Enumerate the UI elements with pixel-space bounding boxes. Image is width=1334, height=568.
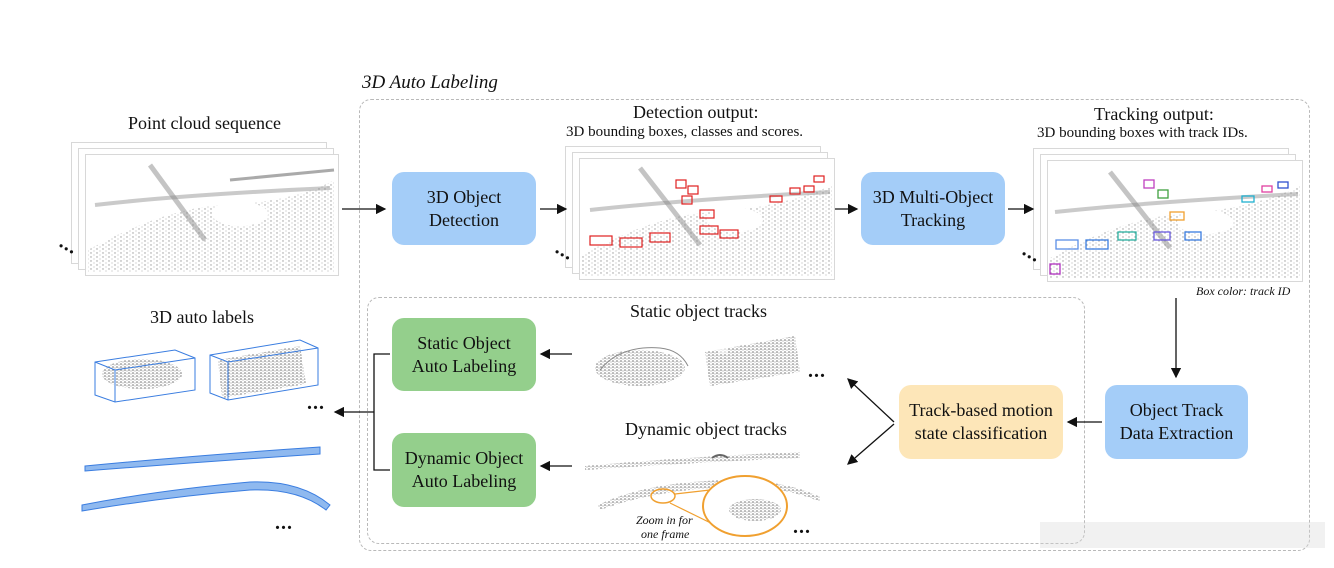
detection-boxes <box>589 175 825 248</box>
track-labeling-subcontainer <box>367 297 1085 544</box>
point-cloud-scene <box>88 163 335 272</box>
object-detection-line1: 3D Object <box>426 186 502 207</box>
static-line2: Auto Labeling <box>411 355 517 376</box>
tracking-line1: 3D Multi-Object <box>872 186 994 207</box>
static-track-bus <box>705 336 800 386</box>
extraction-line1: Object Track <box>1129 400 1224 420</box>
object-detection-line2: Detection <box>429 209 499 230</box>
auto-label-track-lower <box>81 481 331 512</box>
static-track-car <box>595 347 689 386</box>
extraction-line2: Data Extraction <box>1119 423 1234 443</box>
static-line1: Static Object <box>417 332 511 353</box>
classification-line2: state classification <box>914 423 1048 443</box>
dynamic-track-upper <box>585 452 800 470</box>
detection-output-title: Detection output: <box>633 102 759 122</box>
auto-label-track-upper <box>84 446 321 472</box>
detection-scene <box>582 166 832 276</box>
point-cloud-title: Point cloud sequence <box>128 113 281 133</box>
tracking-output-sub: 3D bounding boxes with track IDs. <box>1037 125 1248 141</box>
auto-labels-title: 3D auto labels <box>150 307 254 327</box>
ellipsis-auto-labels-bottom: ... <box>275 512 293 534</box>
ellipsis-static-tracks: ... <box>808 360 826 382</box>
tracking-output-title: Tracking output: <box>1094 104 1214 124</box>
detection-output-sub: 3D bounding boxes, classes and scores. <box>566 124 804 140</box>
zoom-note-line1: Zoom in for <box>636 513 693 527</box>
dynamic-line2: Auto Labeling <box>411 471 517 491</box>
auto-labeling-title: 3D Auto Labeling <box>362 72 498 93</box>
auto-label-car <box>94 349 196 403</box>
zoom-note-line2: one frame <box>641 527 690 541</box>
tracking-boxes <box>1049 179 1289 275</box>
ellipsis-auto-labels-top: ... <box>307 392 325 414</box>
auto-labeling-container <box>359 99 1310 551</box>
tracking-scene <box>1049 170 1300 278</box>
box-color-note: Box color: track ID <box>1196 284 1291 298</box>
dynamic-tracks-title: Dynamic object tracks <box>625 419 787 439</box>
tracking-line2: Tracking <box>900 209 966 230</box>
flow-arrows <box>333 203 1182 472</box>
ellipsis-dynamic-tracks: ... <box>793 516 811 538</box>
static-tracks-title: Static object tracks <box>630 301 767 321</box>
zoom-in-frame <box>650 475 788 537</box>
watermark-graphic <box>1040 522 1325 548</box>
dynamic-line1: Dynamic Object <box>404 448 524 468</box>
classification-line1: Track-based motion <box>909 400 1053 420</box>
motion-classification-box: Track-based motion state classification <box>899 385 1063 459</box>
auto-label-bus <box>209 339 319 401</box>
